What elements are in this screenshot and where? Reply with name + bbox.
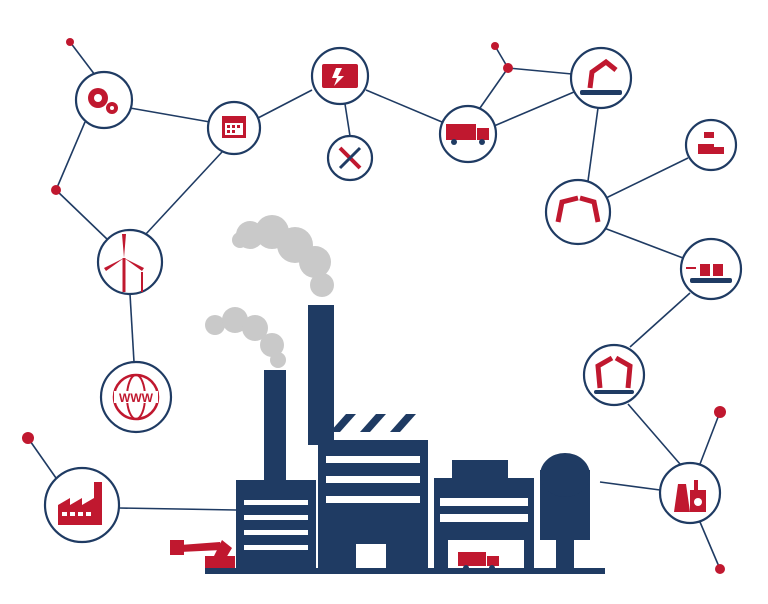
node-robot-conveyor (569, 46, 633, 110)
node-tools (326, 134, 374, 182)
node-robot-arms (582, 343, 646, 407)
solar-panels (330, 414, 416, 432)
network-links (27, 41, 721, 570)
node-conveyor (679, 237, 743, 301)
node-robot-claws (544, 178, 612, 246)
node-truck (438, 104, 498, 164)
node-calendar (206, 100, 262, 156)
delivery-truck (458, 552, 499, 571)
smoke-clouds (205, 215, 334, 368)
node-factory (43, 466, 121, 544)
central-factory (170, 215, 605, 574)
node-gears (74, 70, 134, 130)
node-www: WWW (99, 360, 173, 434)
connection-dots (22, 38, 726, 574)
node-wind-turbines (96, 228, 164, 296)
node-loading-truck (684, 118, 738, 172)
node-nuclear-plant (658, 461, 722, 525)
www-label: WWW (119, 391, 154, 405)
robot-arm (170, 540, 235, 568)
node-battery (310, 46, 370, 106)
